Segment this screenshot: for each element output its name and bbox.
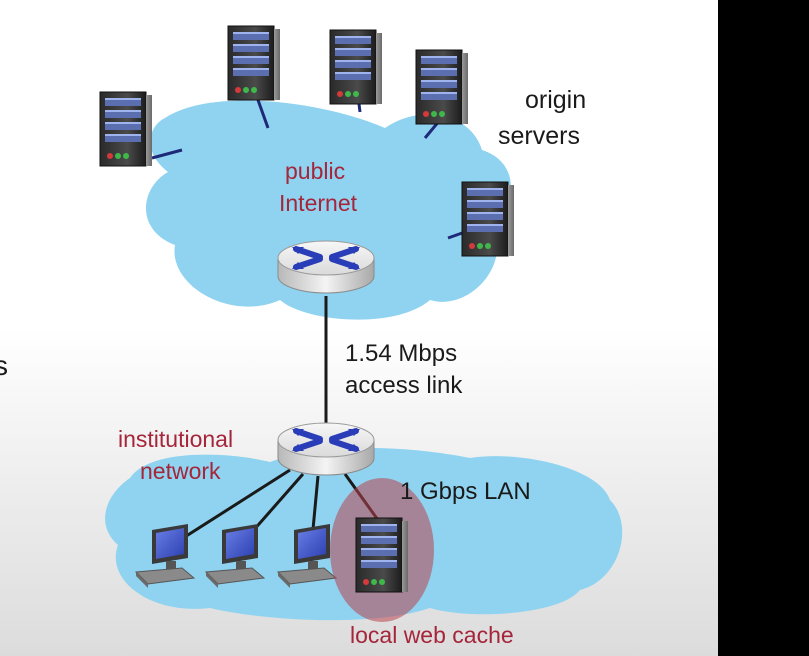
- institutional-network-label-1: institutional: [118, 426, 234, 452]
- origin-server-icon: [329, 29, 383, 105]
- access-link-label-2: access link: [345, 372, 463, 399]
- black-sidebar: [718, 0, 809, 656]
- origin-servers-label-1: origin: [525, 86, 587, 114]
- access-link-label-1: 1.54 Mbps: [345, 340, 458, 367]
- local-web-cache-label: local web cache: [350, 622, 514, 648]
- institutional-router-icon: [278, 423, 374, 475]
- cache-server-icon: [355, 517, 409, 593]
- slide: origin servers public Internet 1.54 Mbps…: [0, 0, 718, 656]
- public-internet-label-2: Internet: [279, 190, 357, 216]
- lan-label: 1 Gbps LAN: [400, 478, 531, 505]
- origin-server-icon: [227, 25, 281, 101]
- origin-server-icon: [99, 91, 153, 167]
- left-text-fragment: s: [0, 350, 8, 381]
- origin-server-icon: [415, 49, 469, 125]
- origin-server-icon: [461, 181, 515, 257]
- internet-cloud: [145, 100, 511, 320]
- institutional-network-label-2: network: [140, 458, 221, 484]
- origin-servers-label-2: servers: [498, 122, 580, 150]
- internet-router-icon: [278, 241, 374, 293]
- public-internet-label-1: public: [285, 158, 346, 184]
- network-diagram: [99, 25, 623, 622]
